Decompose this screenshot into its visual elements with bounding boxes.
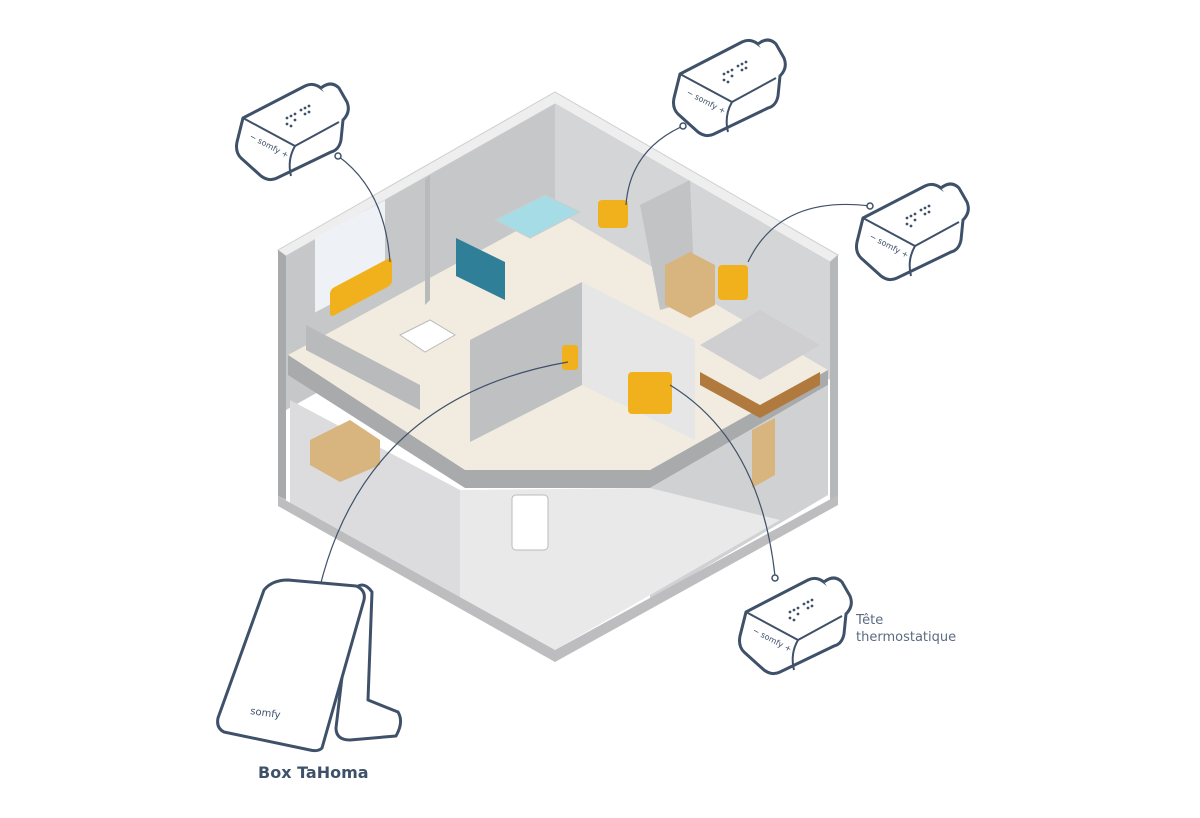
bed-frame: [700, 372, 820, 418]
left-side: [278, 250, 286, 500]
right-side: [830, 255, 838, 505]
kitchen-unit: [310, 420, 380, 482]
somfy-logo: somfy: [250, 706, 282, 721]
line-bedroom: [747, 203, 871, 263]
radiator-bedroom: [718, 265, 748, 300]
tv: [456, 238, 505, 300]
radiator-living: [330, 258, 392, 316]
wall-center: [470, 282, 582, 442]
anchor-dot: [771, 574, 779, 582]
door: [752, 418, 775, 488]
radiators: [330, 200, 748, 414]
anchor-dot: [679, 122, 687, 130]
radiator-center: [562, 345, 578, 370]
box-label: Box TaHoma: [258, 763, 369, 782]
thermostat-label-line2: thermostatique: [856, 630, 957, 645]
radiator-hall: [628, 372, 672, 414]
line-bathroom: [625, 125, 684, 206]
sofa: [306, 325, 420, 410]
line-box: [312, 361, 569, 621]
line-living: [337, 155, 391, 263]
radiator-bathroom: [598, 200, 628, 228]
thermostat-head-bathroom: [672, 38, 787, 138]
wall-bathroom: [425, 175, 430, 305]
thermostat-label-line1: Tête: [856, 613, 884, 628]
thermostat-label: Tête thermostatique: [856, 612, 976, 646]
dresser: [665, 252, 715, 318]
anchor-dot: [866, 202, 874, 210]
tahoma-box: somfy: [216, 578, 403, 753]
connection-lines: [312, 125, 871, 621]
thermostat-head-hall: [738, 576, 853, 676]
anchor-dot: [334, 152, 342, 160]
thermostat-head-living: [235, 82, 350, 182]
bed: [700, 310, 820, 380]
coffee-table: [399, 319, 456, 353]
house: [277, 91, 839, 662]
bathtub: [493, 194, 582, 239]
boiler: [511, 494, 549, 551]
line-hall: [669, 384, 776, 577]
thermostat-head-bedroom: [855, 182, 970, 282]
floor-slab-front: [288, 355, 828, 488]
